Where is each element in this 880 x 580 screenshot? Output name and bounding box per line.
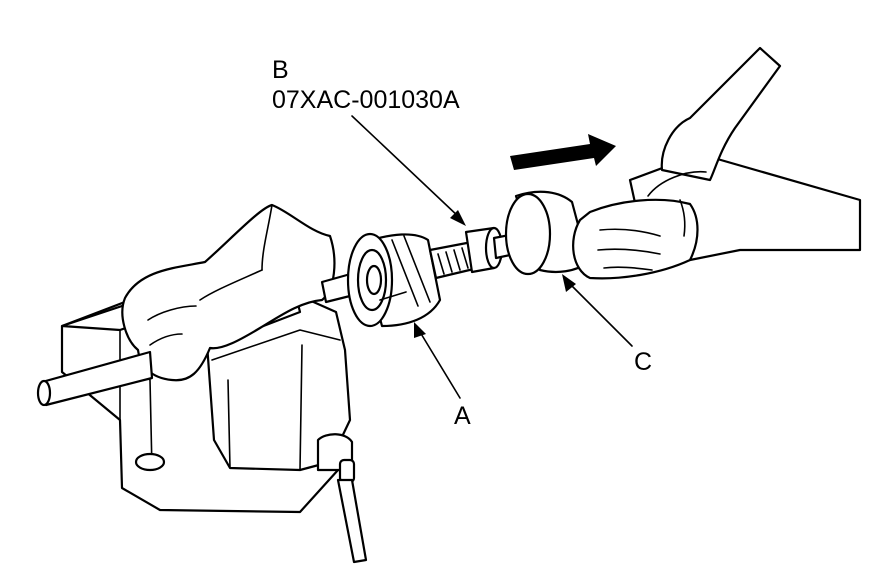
leader-lines: [351, 115, 633, 399]
pull-direction-arrow: [510, 134, 616, 170]
label-a: A: [454, 402, 471, 430]
label-b-part-number: 07XAC-001030A: [272, 86, 460, 114]
outboard-joint-a: [346, 232, 480, 328]
label-b: B: [272, 56, 289, 84]
slide-weight-c: [504, 190, 590, 276]
label-c: C: [634, 348, 652, 376]
bench-vise: [60, 203, 368, 564]
technician-hand: [572, 46, 862, 280]
